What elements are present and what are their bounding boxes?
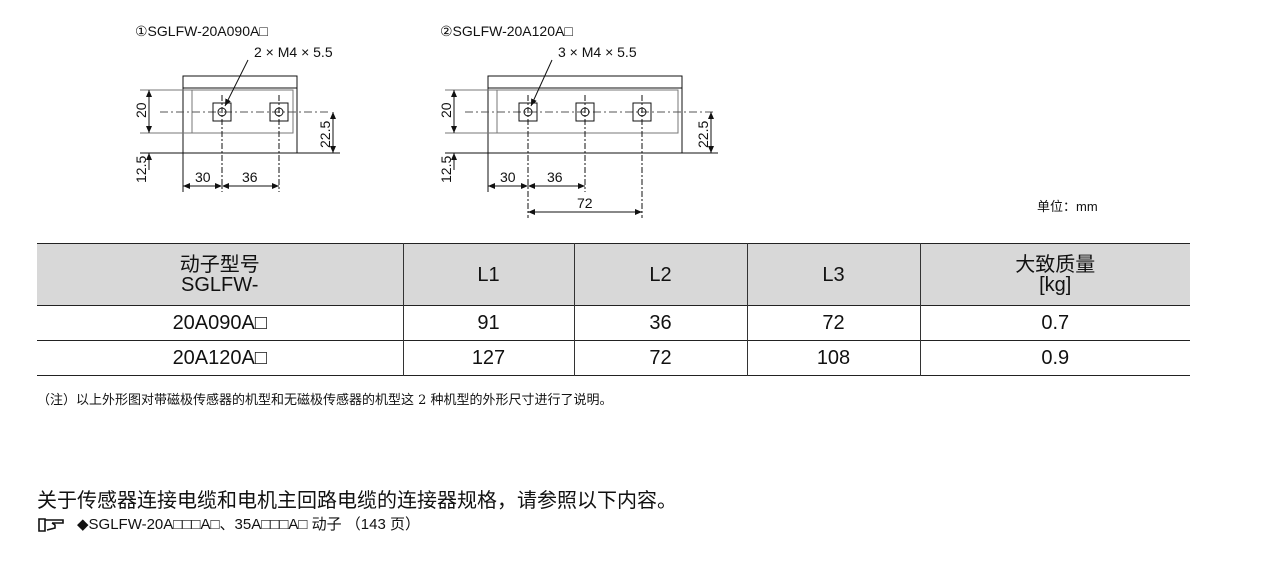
diagram-2-title: ②SGLFW-20A120A□ <box>440 23 573 39</box>
connector-paragraph: 关于传感器连接电缆和电机主回路电缆的连接器规格，请参照以下内容。 <box>37 488 677 512</box>
cell-l1: 127 <box>402 340 574 376</box>
diagram-2-drawing <box>445 59 718 218</box>
dim-label: 20 <box>133 102 149 118</box>
diagram-1-title: ①SGLFW-20A090A□ <box>135 23 268 39</box>
header-l2: L2 <box>573 243 747 306</box>
cell-l2: 72 <box>573 340 747 376</box>
header-l3: L3 <box>746 243 920 306</box>
dim-label: 12.5 <box>133 156 149 183</box>
dim-label: 36 <box>242 169 258 185</box>
dim-label: 30 <box>195 169 211 185</box>
cell-mass: 0.7 <box>919 305 1190 341</box>
dim-label: 30 <box>500 169 516 185</box>
outline-diagrams: ①SGLFW-20A090A□ 2 × M4 × 5.5 20 12.5 22.… <box>133 23 718 218</box>
pointing-hand-icon <box>38 517 64 532</box>
cell-l1: 91 <box>402 305 574 341</box>
dim-label: 22.5 <box>317 121 333 148</box>
dim-label: 22.5 <box>695 121 711 148</box>
header-l1: L1 <box>402 243 574 306</box>
unit-label: 单位：mm <box>1037 199 1098 214</box>
diagram-2-screw-label: 3 × M4 × 5.5 <box>558 44 637 60</box>
dim-label: 36 <box>547 169 563 185</box>
cell-l2: 36 <box>573 305 747 341</box>
dim-label: 72 <box>577 195 593 211</box>
dim-label: 20 <box>438 102 454 118</box>
cell-mass: 0.9 <box>919 340 1190 376</box>
cell-model: 20A090A□ <box>172 311 267 334</box>
dim-label: 12.5 <box>438 156 454 183</box>
header-mass: 大致质量[kg] <box>919 243 1190 306</box>
diagram-1-drawing <box>140 59 340 192</box>
cell-l3: 72 <box>746 305 920 341</box>
cell-model: 20A120A□ <box>172 346 267 369</box>
page-reference-link[interactable]: ◆SGLFW-20A□□□A□、35A□□□A□ 动子 （143 页） <box>37 513 420 534</box>
cell-l3: 108 <box>746 340 920 376</box>
table-note: （注）以上外形图对带磁极传感器的机型和无磁极传感器的机型这 2 种机型的外形尺寸… <box>37 393 613 408</box>
diagram-1-screw-label: 2 × M4 × 5.5 <box>254 44 333 60</box>
page-reference-text: ◆SGLFW-20A□□□A□、35A□□□A□ 动子 （143 页） <box>77 516 420 533</box>
